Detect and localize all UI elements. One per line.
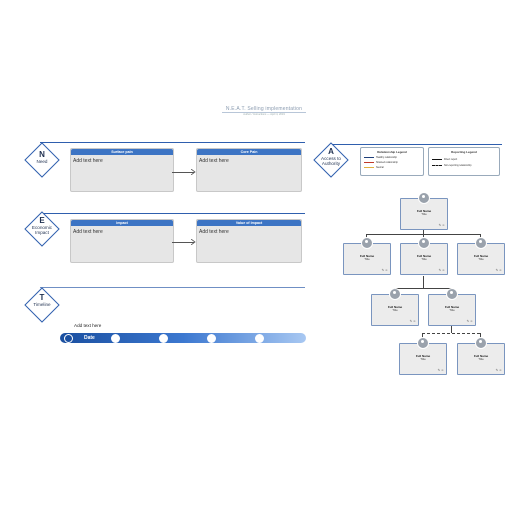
value-of-impact-text[interactable]: Add text here — [199, 229, 229, 235]
economic-letter: E — [39, 216, 45, 225]
person-avatar-icon — [389, 288, 401, 300]
legend-row-healthy: Healthy relationship — [364, 156, 397, 159]
person-avatar-icon — [418, 192, 430, 204]
economic-divider — [40, 213, 305, 214]
edit-person-icon[interactable]: ✎ ☺ — [438, 223, 445, 227]
access-diamond: A Access to Authority — [313, 142, 349, 178]
timeline-date[interactable]: Date — [84, 335, 95, 341]
connector — [451, 325, 452, 333]
core-pain-card[interactable]: Core Pain Add text here — [196, 148, 302, 192]
legend-row-direct: Direct report — [432, 158, 457, 161]
org-node[interactable]: Full Name Title ✎ ☺ — [428, 288, 476, 326]
economic-arrowhead-icon — [191, 239, 196, 245]
org-node[interactable]: Full Name Title ✎ ☺ — [457, 337, 505, 375]
edit-person-icon[interactable]: ✎ ☺ — [466, 319, 473, 323]
dashed-line-icon — [432, 164, 442, 166]
person-avatar-icon — [418, 237, 430, 249]
relationship-legend-title: Relationship Legend — [377, 150, 407, 154]
timeline-dot-4[interactable] — [207, 334, 216, 343]
title-divider — [222, 112, 306, 113]
org-node[interactable]: Full Name Title ✎ ☺ — [400, 237, 448, 275]
dashed-connector — [422, 333, 480, 334]
timeline-dot-2[interactable] — [111, 334, 120, 343]
strained-line-icon — [364, 161, 374, 163]
timeline-letter: T — [39, 293, 45, 302]
core-pain-header: Core Pain — [197, 149, 301, 155]
need-divider — [40, 142, 305, 143]
need-label: Need — [36, 159, 48, 164]
need-arrowhead-icon — [191, 169, 196, 175]
connector — [394, 288, 451, 289]
value-of-impact-card[interactable]: Value of Impact Add text here — [196, 219, 302, 263]
timeline-text[interactable]: Add text here — [74, 323, 102, 328]
surface-pain-header: Surface pain — [71, 149, 173, 155]
org-node[interactable]: Full Name Title ✎ ☺ — [457, 237, 505, 275]
access-label-2: Authority — [321, 161, 341, 166]
edit-person-icon[interactable]: ✎ ☺ — [381, 268, 388, 272]
economic-label-2: Impact — [35, 230, 49, 235]
person-avatar-icon — [475, 237, 487, 249]
solid-line-icon — [432, 158, 442, 160]
org-node[interactable]: Full Name Title ✎ ☺ — [399, 337, 447, 375]
healthy-line-icon — [364, 156, 374, 158]
org-node[interactable]: Full Name Title ✎ ☺ — [343, 237, 391, 275]
edit-person-icon[interactable]: ✎ ☺ — [438, 268, 445, 272]
economic-arrow — [172, 242, 194, 243]
legend-row-strained: Strained relationship — [364, 161, 398, 164]
connector — [423, 228, 424, 234]
timeline-diamond: T Timeline — [24, 287, 60, 323]
person-avatar-icon — [361, 237, 373, 249]
economic-diamond: E Economic Impact — [24, 211, 60, 247]
need-letter: N — [39, 150, 45, 159]
org-node[interactable]: Full Name Title ✎ ☺ — [371, 288, 419, 326]
access-letter: A — [328, 147, 334, 156]
economic-label-1: Economic — [31, 225, 53, 230]
person-avatar-icon — [417, 337, 429, 349]
legend-row-nonreporting: Non-reporting relationship — [432, 164, 472, 167]
timeline-dot-3[interactable] — [159, 334, 168, 343]
person-avatar-icon — [446, 288, 458, 300]
document-title: N.E.A.T. Selling implementation — [225, 106, 303, 112]
document-subtitle: Author / Instructions — April 4, 2019 — [243, 113, 285, 116]
reporting-legend: Reporting Legend Direct report Non-repor… — [428, 147, 500, 176]
access-label-1: Access to — [321, 156, 341, 161]
surface-pain-card[interactable]: Surface pain Add text here — [70, 148, 174, 192]
value-of-impact-header: Value of Impact — [197, 220, 301, 226]
core-pain-text[interactable]: Add text here — [199, 158, 229, 164]
need-arrow — [172, 172, 194, 173]
org-node[interactable]: Full Name Title ✎ ☺ — [400, 192, 448, 230]
need-diamond: N Need — [24, 142, 60, 178]
timeline-bar — [60, 333, 306, 343]
connector — [423, 276, 424, 288]
access-divider — [330, 144, 502, 145]
edit-person-icon[interactable]: ✎ ☺ — [437, 368, 444, 372]
impact-header: Impact — [71, 220, 173, 226]
edit-person-icon[interactable]: ✎ ☺ — [495, 368, 502, 372]
person-avatar-icon — [475, 337, 487, 349]
relationship-legend: Relationship Legend Healthy relationship… — [360, 147, 424, 176]
reporting-legend-title: Reporting Legend — [451, 150, 477, 154]
legend-row-neutral: Neutral — [364, 166, 384, 169]
impact-text[interactable]: Add text here — [73, 229, 103, 235]
edit-person-icon[interactable]: ✎ ☺ — [409, 319, 416, 323]
neutral-line-icon — [364, 166, 374, 168]
timeline-dot-5[interactable] — [255, 334, 264, 343]
surface-pain-text[interactable]: Add text here — [73, 158, 103, 164]
timeline-dot-1[interactable] — [64, 334, 73, 343]
timeline-label: Timeline — [33, 302, 51, 307]
impact-card[interactable]: Impact Add text here — [70, 219, 174, 263]
edit-person-icon[interactable]: ✎ ☺ — [495, 268, 502, 272]
timeline-divider — [40, 287, 305, 288]
